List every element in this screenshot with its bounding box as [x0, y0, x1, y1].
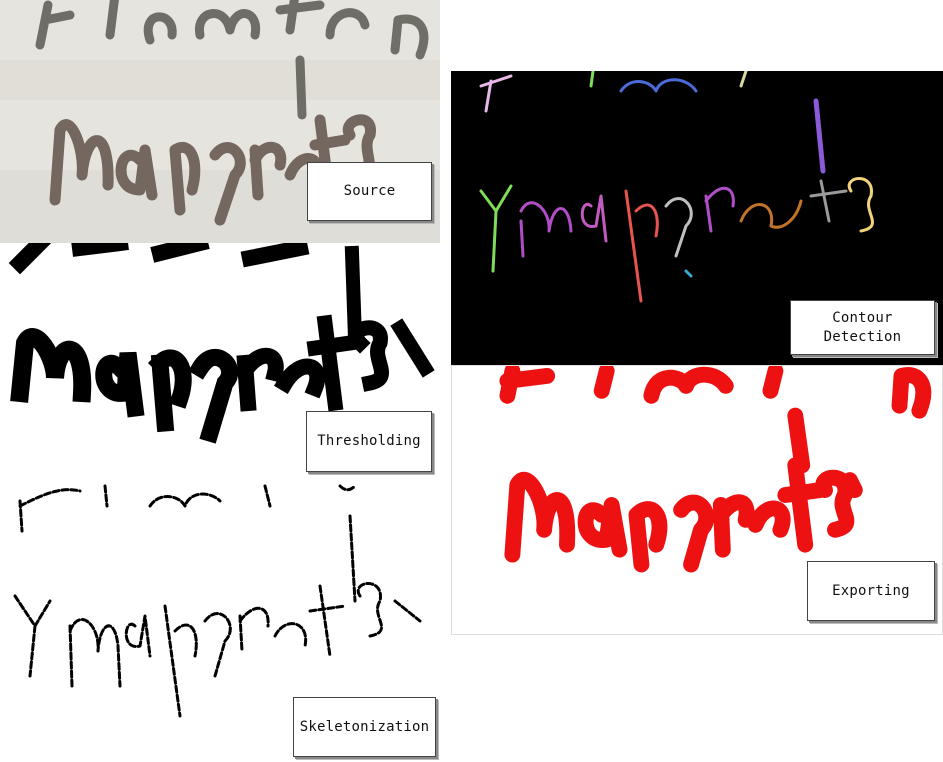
skeletonization-label: Skeletonization	[293, 697, 436, 757]
thresholding-label: Thresholding	[306, 411, 432, 472]
exporting-label: Exporting	[807, 561, 935, 621]
threshold-image	[8, 243, 435, 444]
export-strokes	[499, 366, 932, 573]
contour-detection-panel: Contour Detection	[451, 71, 943, 365]
thresholding-label-text: Thresholding	[317, 433, 421, 450]
source-label-text: Source	[343, 183, 396, 200]
source-panel: Source	[0, 0, 440, 243]
exporting-label-text: Exporting	[832, 582, 910, 599]
thresholding-panel: Thresholding	[0, 243, 440, 476]
source-word-magnets	[49, 114, 376, 226]
exporting-panel: Exporting	[451, 365, 943, 635]
skeleton-image	[13, 484, 422, 718]
skeletonization-label-text: Skeletonization	[299, 718, 430, 735]
contour-label-line2: Detection	[823, 328, 902, 345]
contour-detection-label: Contour Detection	[790, 300, 935, 355]
contour-label-line1: Contour	[832, 309, 893, 326]
skeletonization-panel: Skeletonization	[0, 476, 440, 762]
export-image	[499, 366, 932, 573]
source-photo	[0, 0, 440, 243]
source-label: Source	[307, 162, 432, 221]
